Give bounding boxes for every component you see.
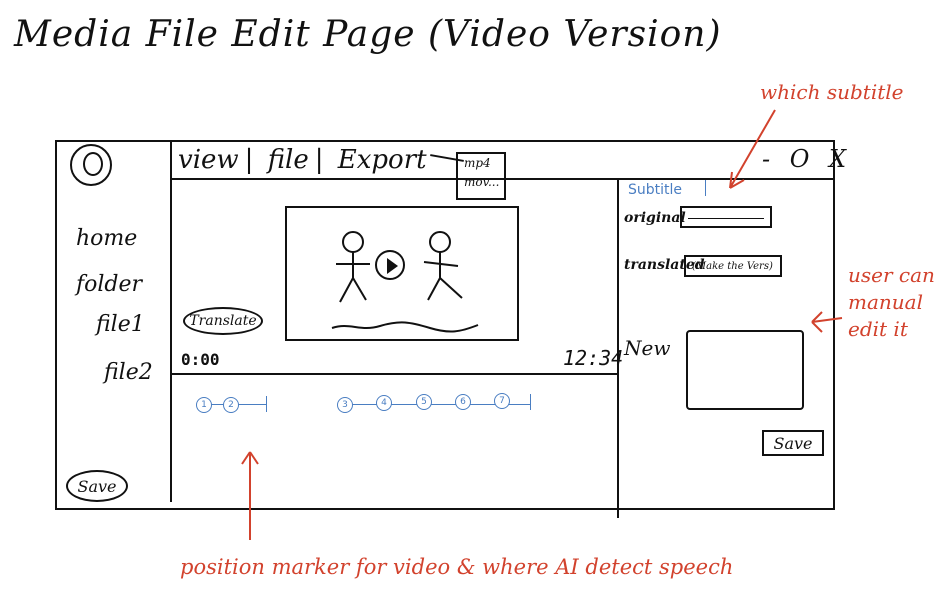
person-figure-icon <box>336 231 370 303</box>
translated-subtitle-field[interactable]: (Make the Vers) <box>684 255 782 277</box>
person-figure-icon <box>423 231 463 301</box>
annotation-line: edit it <box>848 317 908 341</box>
menu-bar: view| file| Export <box>178 145 433 175</box>
subtitle-text-caret <box>705 180 706 196</box>
menu-item-file[interactable]: file <box>267 145 309 175</box>
sidebar-item-file1[interactable]: file1 <box>96 312 145 337</box>
right-panel-divider <box>617 178 619 518</box>
original-subtitle-field[interactable] <box>680 206 772 228</box>
marker-tick <box>266 396 267 412</box>
sidebar-item-folder[interactable]: folder <box>76 272 143 297</box>
page-title: Media File Edit Page (Video Version) <box>14 14 722 55</box>
annotation-which-subtitle: which subtitle <box>760 80 904 104</box>
avatar-icon[interactable] <box>70 144 112 186</box>
menu-separator: | <box>314 145 324 175</box>
subtitle-label: Subtitle <box>628 182 683 198</box>
menu-item-export[interactable]: Export <box>337 145 427 175</box>
menu-item-view[interactable]: view <box>178 145 239 175</box>
speech-marker[interactable]: 7 <box>494 393 510 409</box>
marker-track <box>340 404 530 405</box>
speech-marker[interactable]: 5 <box>416 394 432 410</box>
export-format-dropdown[interactable]: mp4 mov... <box>456 152 506 200</box>
speech-marker[interactable]: 3 <box>337 397 353 413</box>
save-subtitle-button[interactable]: Save <box>762 430 824 456</box>
audio-wave-icon <box>331 321 479 333</box>
time-start: 0:00 <box>181 350 220 369</box>
export-option-mp4[interactable]: mp4 <box>464 156 491 170</box>
menu-separator: | <box>244 145 254 175</box>
speech-marker[interactable]: 2 <box>223 397 239 413</box>
annotation-line: manual <box>848 290 923 314</box>
original-label: original <box>624 210 686 226</box>
new-label: New <box>624 336 671 360</box>
timeline-divider <box>170 373 617 375</box>
sidebar-divider <box>170 140 172 502</box>
marker-tick <box>530 394 531 410</box>
translate-button[interactable]: Translate <box>183 307 263 335</box>
sidebar-item-file2[interactable]: file2 <box>104 360 153 385</box>
export-option-mov[interactable]: mov... <box>464 175 500 190</box>
annotation-position-markers: position marker for video & where AI det… <box>180 555 734 579</box>
toolbar-divider <box>170 178 835 180</box>
sidebar-item-home[interactable]: home <box>76 226 138 251</box>
save-button[interactable]: Save <box>66 470 128 502</box>
time-end: 12:34 <box>563 346 624 370</box>
speech-marker[interactable]: 1 <box>196 397 212 413</box>
window-controls[interactable]: - O X <box>762 145 853 173</box>
new-subtitle-textarea[interactable] <box>686 330 804 410</box>
video-preview[interactable] <box>285 206 519 341</box>
play-icon[interactable] <box>375 250 405 280</box>
speech-marker[interactable]: 4 <box>376 395 392 411</box>
annotation-manual-edit: user can manual edit it <box>848 262 935 343</box>
speech-marker[interactable]: 6 <box>455 394 471 410</box>
annotation-line: user can <box>848 263 935 287</box>
